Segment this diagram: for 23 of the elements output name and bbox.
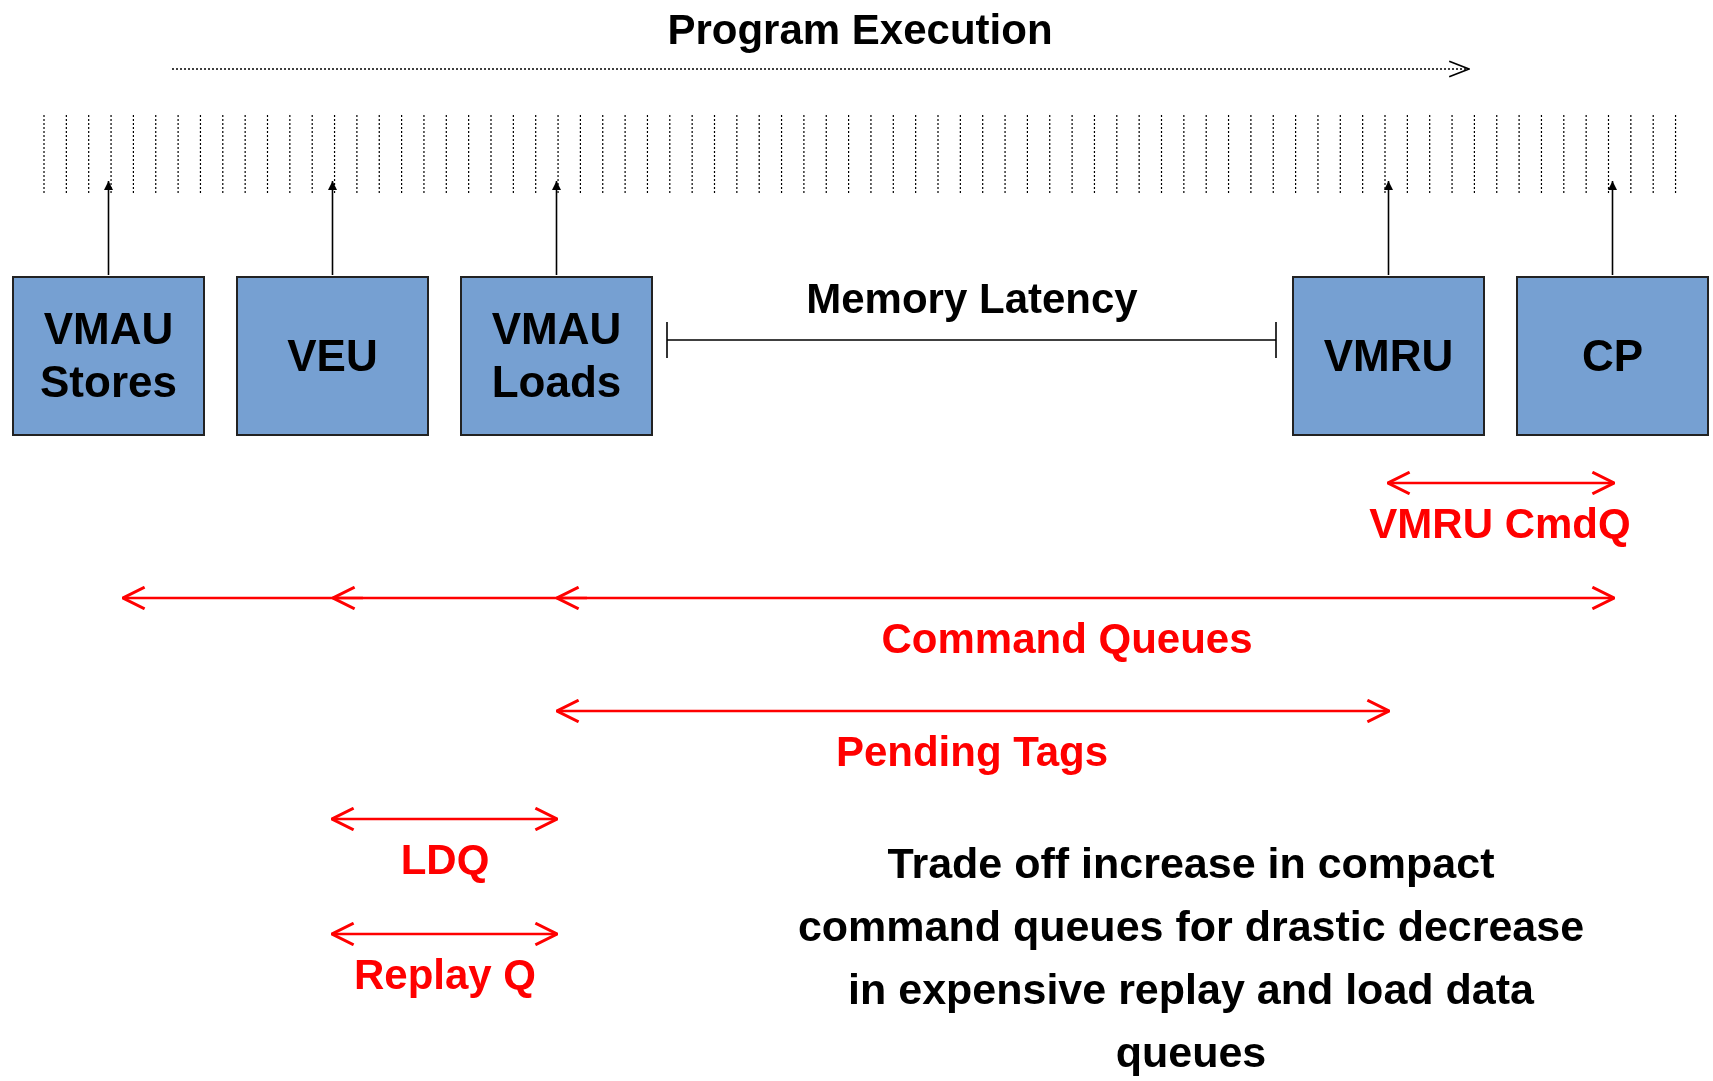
arrow bbox=[552, 180, 561, 276]
span-label: VMRU CmdQ bbox=[1369, 500, 1631, 548]
process-box bbox=[12, 276, 205, 436]
span-label: Command Queues bbox=[881, 615, 1253, 663]
arrow bbox=[104, 180, 113, 276]
box-label: VMRU bbox=[1323, 329, 1454, 382]
process-box bbox=[1292, 276, 1485, 436]
arrow bbox=[1608, 180, 1617, 276]
process-box bbox=[460, 276, 653, 436]
arrow bbox=[328, 180, 337, 276]
box-label: VMAU Stores bbox=[39, 303, 178, 408]
box-label: VEU bbox=[287, 329, 378, 382]
dimension-label: Memory Latency bbox=[806, 275, 1138, 323]
title: Program Execution bbox=[667, 6, 1053, 54]
span-label: LDQ bbox=[400, 836, 490, 884]
span-label: Pending Tags bbox=[835, 728, 1109, 776]
box-label: VMAU Loads bbox=[490, 303, 623, 408]
note-text: Trade off increase in compact command queues for drastic decrease in expensive replay and load data queues bbox=[796, 838, 1586, 1078]
process-box bbox=[236, 276, 429, 436]
span-label: Replay Q bbox=[353, 951, 537, 999]
process-box bbox=[1516, 276, 1709, 436]
box-label: CP bbox=[1581, 329, 1644, 382]
arrow bbox=[1384, 180, 1393, 276]
